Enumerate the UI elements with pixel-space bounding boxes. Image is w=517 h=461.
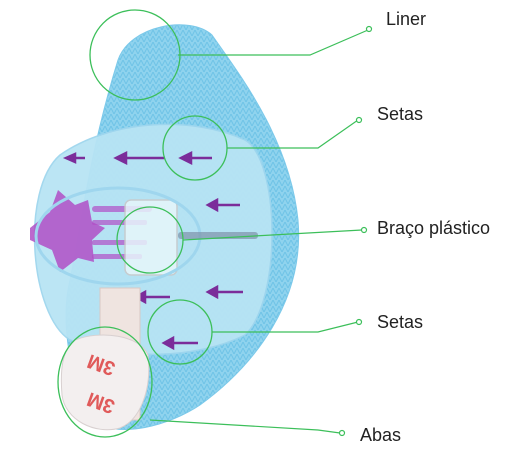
- leader-dot-setas-top: [357, 118, 362, 123]
- leader-dot-liner: [367, 27, 372, 32]
- leader-dot-abas: [340, 431, 345, 436]
- label-setas-bottom: Setas: [377, 312, 423, 333]
- label-braco-plastico: Braço plástico: [377, 218, 490, 239]
- label-liner: Liner: [386, 9, 426, 30]
- adhesive-tab: 3M 3M: [61, 335, 148, 430]
- leader-dot-setas-bottom: [357, 320, 362, 325]
- leader-line-abas: [150, 420, 340, 433]
- label-setas-top: Setas: [377, 104, 423, 125]
- label-abas: Abas: [360, 425, 401, 446]
- leader-dot-braco: [362, 228, 367, 233]
